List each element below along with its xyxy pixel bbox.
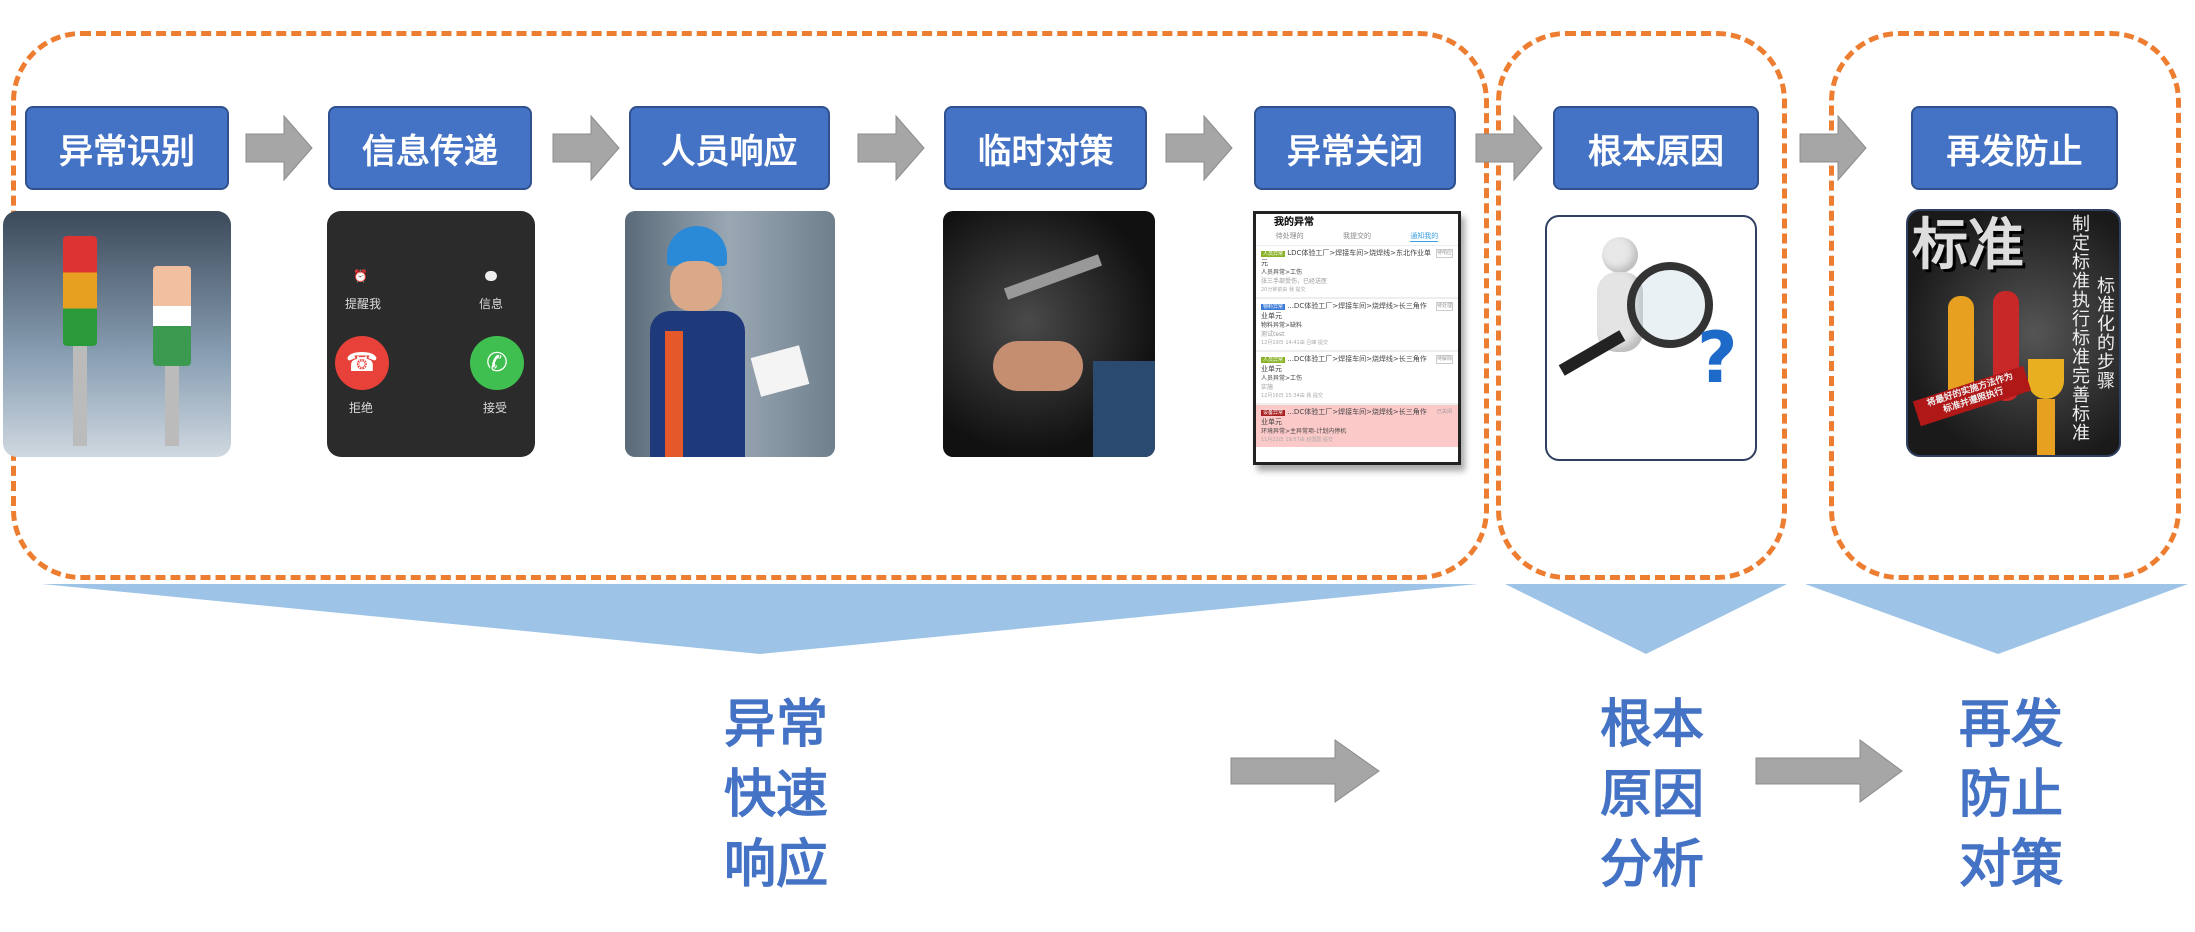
step-root-cause: 根本原因 bbox=[1553, 106, 1759, 190]
worker-inspection-image bbox=[625, 211, 835, 457]
list-item: 人员异常 LDC体验工厂>焊接车间>烧焊线>东北作业单元待响应 人员异常>工伤 … bbox=[1256, 246, 1458, 299]
accept-button: ✆ bbox=[470, 336, 524, 390]
arrow-icon bbox=[1799, 114, 1867, 182]
list-item: 物料异常 ...DC体验工厂>焊接车间>烧焊线>长三角作业单元待处理 物料异常>… bbox=[1256, 299, 1458, 352]
tab-pending: 待处理的 bbox=[1275, 232, 1304, 240]
step-personnel-response: 人员响应 bbox=[629, 106, 830, 190]
tab-submitted: 我提交的 bbox=[1342, 232, 1371, 240]
step-anomaly-close: 异常关闭 bbox=[1254, 106, 1456, 190]
decline-label: 拒绝 bbox=[349, 401, 374, 415]
message-label: 信息 bbox=[479, 297, 504, 311]
arrow-icon bbox=[1755, 739, 1903, 803]
standard-poster-image: 标准 制定标准执行标准完善标准 标准化的步骤 将最好的实施方法作为标准并遵照执行 bbox=[1906, 209, 2121, 457]
magnifier-figure-image: ? bbox=[1545, 215, 1757, 461]
summary-quick-response: 异常快速响应 bbox=[723, 695, 828, 895]
arrow-icon bbox=[552, 114, 620, 182]
decline-button: ☎ bbox=[335, 336, 389, 390]
app-screen-image: 我的异常 待处理的 我提交的 通知我的 人员异常 LDC体验工厂>焊接车间>烧焊… bbox=[1253, 211, 1461, 465]
step-temporary-measure: 临时对策 bbox=[944, 106, 1147, 190]
step-recurrence-prevention: 再发防止 bbox=[1911, 106, 2118, 190]
poster-col2: 标准化的步骤 bbox=[2097, 276, 2115, 392]
list-item: 设备异常 ...DC体验工厂>焊接车间>烧焊线>长三角作业单元已关闭 环境异常>… bbox=[1256, 405, 1458, 447]
summary-root-cause-analysis: 根本原因分析 bbox=[1599, 695, 1704, 895]
app-title: 我的异常 bbox=[1274, 217, 1314, 228]
accept-label: 接受 bbox=[483, 401, 508, 415]
mechanic-repair-image bbox=[943, 211, 1155, 457]
phone-call-image: ⏰ 提醒我 信息 ☎ 拒绝 ✆ 接受 bbox=[327, 211, 535, 457]
funnel-root-cause bbox=[1505, 584, 1787, 654]
remind-label: 提醒我 bbox=[345, 297, 382, 311]
group-prevention bbox=[1829, 31, 2181, 580]
poster-col1: 制定标准执行标准完善标准 bbox=[2072, 214, 2090, 444]
step-information-transfer: 信息传递 bbox=[328, 106, 532, 190]
arrow-icon bbox=[857, 114, 925, 182]
group-root-cause bbox=[1496, 31, 1787, 580]
message-icon bbox=[485, 271, 497, 281]
funnel-prevention bbox=[1805, 584, 2188, 654]
list-item: 人员异常 ...DC体验工厂>焊接车间>烧焊线>长三角作业单元待解除 人员异常>… bbox=[1256, 352, 1458, 405]
alarm-icon: ⏰ bbox=[353, 269, 368, 283]
arrow-icon bbox=[1230, 739, 1380, 803]
step-anomaly-identification: 异常识别 bbox=[25, 106, 229, 190]
arrow-icon bbox=[1165, 114, 1233, 182]
summary-prevention-measures: 再发防止对策 bbox=[1958, 695, 2063, 895]
poster-title: 标准 bbox=[1912, 213, 2024, 278]
tab-notified: 通知我的 bbox=[1410, 232, 1439, 242]
arrow-icon bbox=[1475, 114, 1543, 182]
signal-light-image bbox=[3, 211, 231, 457]
question-mark-icon: ? bbox=[1697, 317, 1738, 399]
funnel-quick-response bbox=[42, 584, 1478, 654]
arrow-icon bbox=[245, 114, 313, 182]
